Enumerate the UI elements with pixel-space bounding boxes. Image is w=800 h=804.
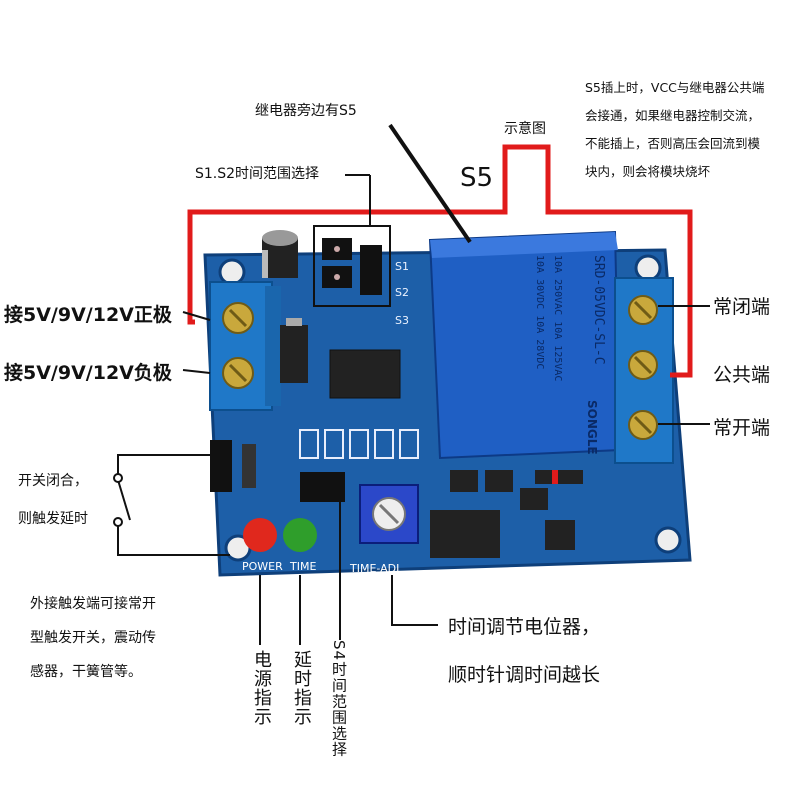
- label-negative: 接5V/9V/12V负极: [4, 362, 172, 384]
- label-pot-line1: 时间调节电位器，: [448, 616, 601, 638]
- label-s1-s2: S1.S2时间范围选择: [195, 166, 320, 182]
- label-external-line2: 型触发开关，震动传: [30, 630, 156, 646]
- label-switch-line1: 开关闭合，: [18, 473, 88, 489]
- mount-hole: [218, 258, 246, 286]
- ic-chip: [329, 349, 401, 399]
- note-line1: S5插上时，VCC与继电器公共端: [585, 80, 765, 95]
- silk-s3: S3: [395, 314, 409, 327]
- label-switch-line2: 则触发延时: [18, 511, 88, 527]
- power-terminal: [209, 281, 281, 411]
- relay-rating-text: 10A 250VAC 10A 125VAC: [552, 255, 563, 381]
- jumper-block: S1 S2 S3: [313, 225, 409, 327]
- mount-hole: [634, 254, 662, 282]
- note-line4: 块内，则会将模块烧坏: [585, 164, 711, 179]
- note-line2: 会接通，如果继电器控制交流，: [585, 108, 761, 123]
- note-line3: 不能插上，否则高压会回流到模: [585, 136, 761, 151]
- callout-lines: [113, 123, 710, 645]
- capacitor: [262, 230, 298, 278]
- label-pot-line2: 顺时针调时间越长: [448, 664, 601, 686]
- relay-rating-text: 10A 30VDC 10A 28VDC: [534, 255, 545, 369]
- relay-terminal: [614, 277, 674, 464]
- label-normally-closed: 常闭端: [713, 296, 771, 318]
- silk-s1: S1: [395, 260, 409, 273]
- label-external-line1: 外接触发端可接常开: [30, 596, 156, 612]
- diode: [280, 325, 308, 383]
- highlight-box: [313, 225, 391, 307]
- label-schematic: 示意图: [504, 121, 546, 137]
- label-normally-open: 常开端: [713, 417, 771, 439]
- silk-time: TIME: [289, 560, 316, 573]
- diode-small: [535, 470, 583, 484]
- label-positive: 接5V/9V/12V正极: [4, 304, 172, 326]
- label-power-indicator: 电源指示: [251, 650, 272, 726]
- label-s5: S5: [460, 163, 494, 193]
- resistor-row: [299, 429, 419, 459]
- relay-brand-text: SONGLE: [585, 400, 599, 455]
- label-delay-indicator: 延时指示: [291, 650, 312, 726]
- mount-hole: [654, 526, 682, 554]
- potentiometer: [359, 484, 419, 544]
- relay: SRD-05VDC-SL-C 10A 250VAC 10A 125VAC 10A…: [428, 230, 622, 460]
- trigger-pins: [210, 440, 345, 502]
- label-relay-side-s5: 继电器旁边有S5: [255, 103, 357, 119]
- relay-model-text: SRD-05VDC-SL-C: [591, 255, 606, 365]
- power-led: [243, 518, 277, 552]
- s4-jumper: [300, 472, 345, 502]
- s5-schematic-lines: [187, 144, 693, 378]
- silk-s2: S2: [395, 286, 409, 299]
- time-led: [283, 518, 317, 552]
- optocoupler: [430, 510, 500, 558]
- label-s4-range: S4时间范围选择: [330, 640, 348, 758]
- silk-power: POWER: [242, 560, 283, 573]
- label-external-line3: 感器，干簧管等。: [30, 664, 142, 680]
- silk-time-adj: TIME-ADJ: [349, 562, 399, 575]
- label-common: 公共端: [713, 364, 771, 386]
